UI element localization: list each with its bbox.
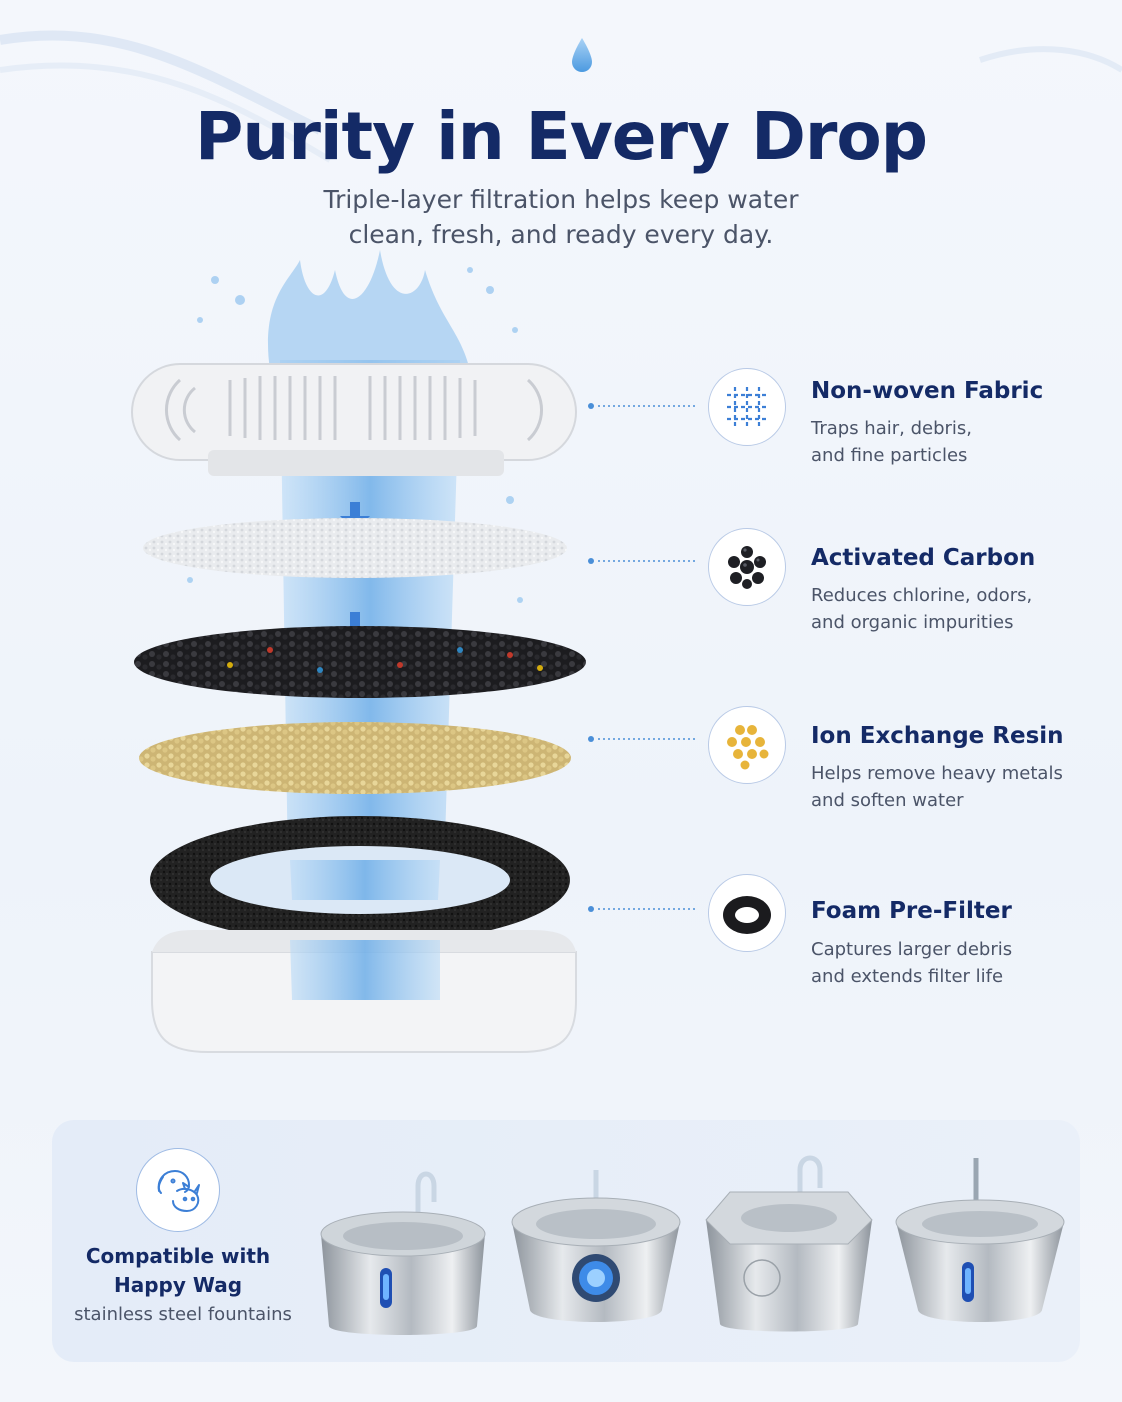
subtitle-line-1: Triple-layer filtration helps keep water bbox=[323, 185, 799, 214]
layer-desc-fabric-line2: and fine particles bbox=[811, 445, 968, 466]
compatibility-title-line1: Compatible with bbox=[85, 1244, 271, 1268]
compatibility-panel: Compatible with Happy Wag stainless stee… bbox=[52, 1120, 1080, 1362]
layer-desc-foam-line1: Captures larger debris bbox=[811, 939, 1013, 960]
fountain-square bbox=[705, 1155, 873, 1332]
connector-fabric bbox=[588, 403, 696, 409]
layer-title-fabric: Non-woven Fabric bbox=[811, 378, 1044, 404]
layer-desc-resin-line1: Helps remove heavy metals bbox=[811, 763, 1063, 784]
carbon-icon bbox=[708, 528, 786, 606]
layer-desc-foam: Captures larger debris and extends filte… bbox=[811, 936, 1111, 990]
fabric-icon bbox=[708, 368, 786, 446]
connector-carbon bbox=[588, 558, 696, 564]
layer-desc-resin: Helps remove heavy metals and soften wat… bbox=[811, 760, 1111, 814]
page-title: Purity in Every Drop bbox=[194, 98, 928, 175]
layer-desc-fabric: Traps hair, debris, and fine particles bbox=[811, 415, 1111, 469]
fountain-bowl bbox=[895, 1158, 1065, 1322]
subtitle-line-2: clean, fresh, and ready every day. bbox=[348, 220, 774, 249]
layer-desc-foam-line2: and extends filter life bbox=[811, 966, 1004, 987]
water-drop-icon bbox=[572, 38, 592, 72]
layer-title-carbon: Activated Carbon bbox=[811, 545, 1036, 571]
filter-stack-illustration bbox=[131, 250, 586, 1053]
layer-title-foam: Foam Pre-Filter bbox=[811, 898, 1012, 924]
foam-icon bbox=[708, 874, 786, 952]
fountain-round-wide bbox=[511, 1170, 681, 1322]
fountain-round-tall bbox=[320, 1171, 486, 1335]
layer-desc-fabric-line1: Traps hair, debris, bbox=[811, 418, 973, 439]
layer-desc-carbon-line1: Reduces chlorine, odors, bbox=[811, 585, 1033, 606]
connector-resin bbox=[588, 736, 696, 742]
connector-foam bbox=[588, 906, 696, 912]
resin-icon bbox=[708, 706, 786, 784]
compatibility-title: Compatible with Happy Wag bbox=[52, 1242, 304, 1300]
pet-icon bbox=[136, 1148, 220, 1232]
layer-desc-carbon: Reduces chlorine, odors, and organic imp… bbox=[811, 582, 1111, 636]
layer-desc-resin-line2: and soften water bbox=[811, 790, 964, 811]
compatibility-title-line2: Happy Wag bbox=[113, 1273, 243, 1297]
page-subtitle: Triple-layer filtration helps keep water… bbox=[281, 182, 841, 252]
compatibility-subtitle: stainless steel fountains bbox=[74, 1304, 292, 1325]
layer-title-resin: Ion Exchange Resin bbox=[811, 723, 1064, 749]
layer-desc-carbon-line2: and organic impurities bbox=[811, 612, 1014, 633]
